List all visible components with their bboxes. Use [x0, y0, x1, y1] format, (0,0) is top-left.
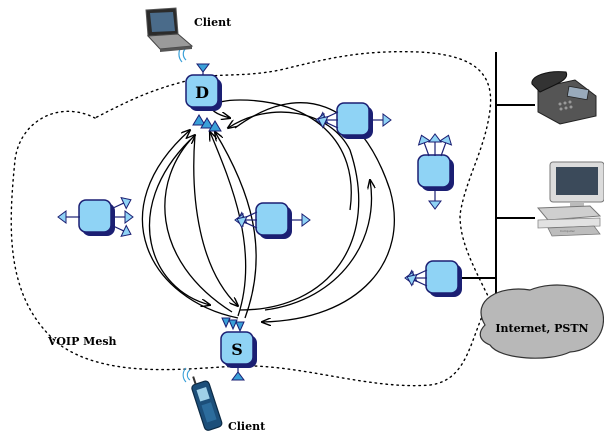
source-node-label: S: [231, 340, 243, 359]
client-bottom-label: Client: [228, 420, 266, 433]
gateway-node: [403, 260, 463, 298]
mesh-router-left: [57, 193, 135, 241]
cell-phone-icon: [182, 367, 223, 431]
mesh-router-right: [415, 132, 455, 210]
desk-phone-icon: [531, 71, 597, 125]
source-node: S: [220, 331, 258, 369]
desktop-computer-icon: Computer: [536, 161, 604, 237]
antenna-icon: [192, 63, 222, 132]
mesh-label: VOIP Mesh: [47, 335, 117, 348]
monitor-caption: Computer: [560, 229, 576, 233]
destination-node-label: D: [195, 83, 209, 102]
cloud-icon: [479, 284, 604, 359]
cloud-label: Internet, PSTN: [495, 322, 588, 335]
client-top-label: Client: [194, 16, 232, 29]
antenna-icon: [221, 317, 245, 381]
mesh-router-center: [233, 202, 311, 240]
wired-backbone: [458, 52, 535, 330]
laptop-icon: [145, 7, 194, 52]
destination-node: D: [185, 74, 223, 112]
